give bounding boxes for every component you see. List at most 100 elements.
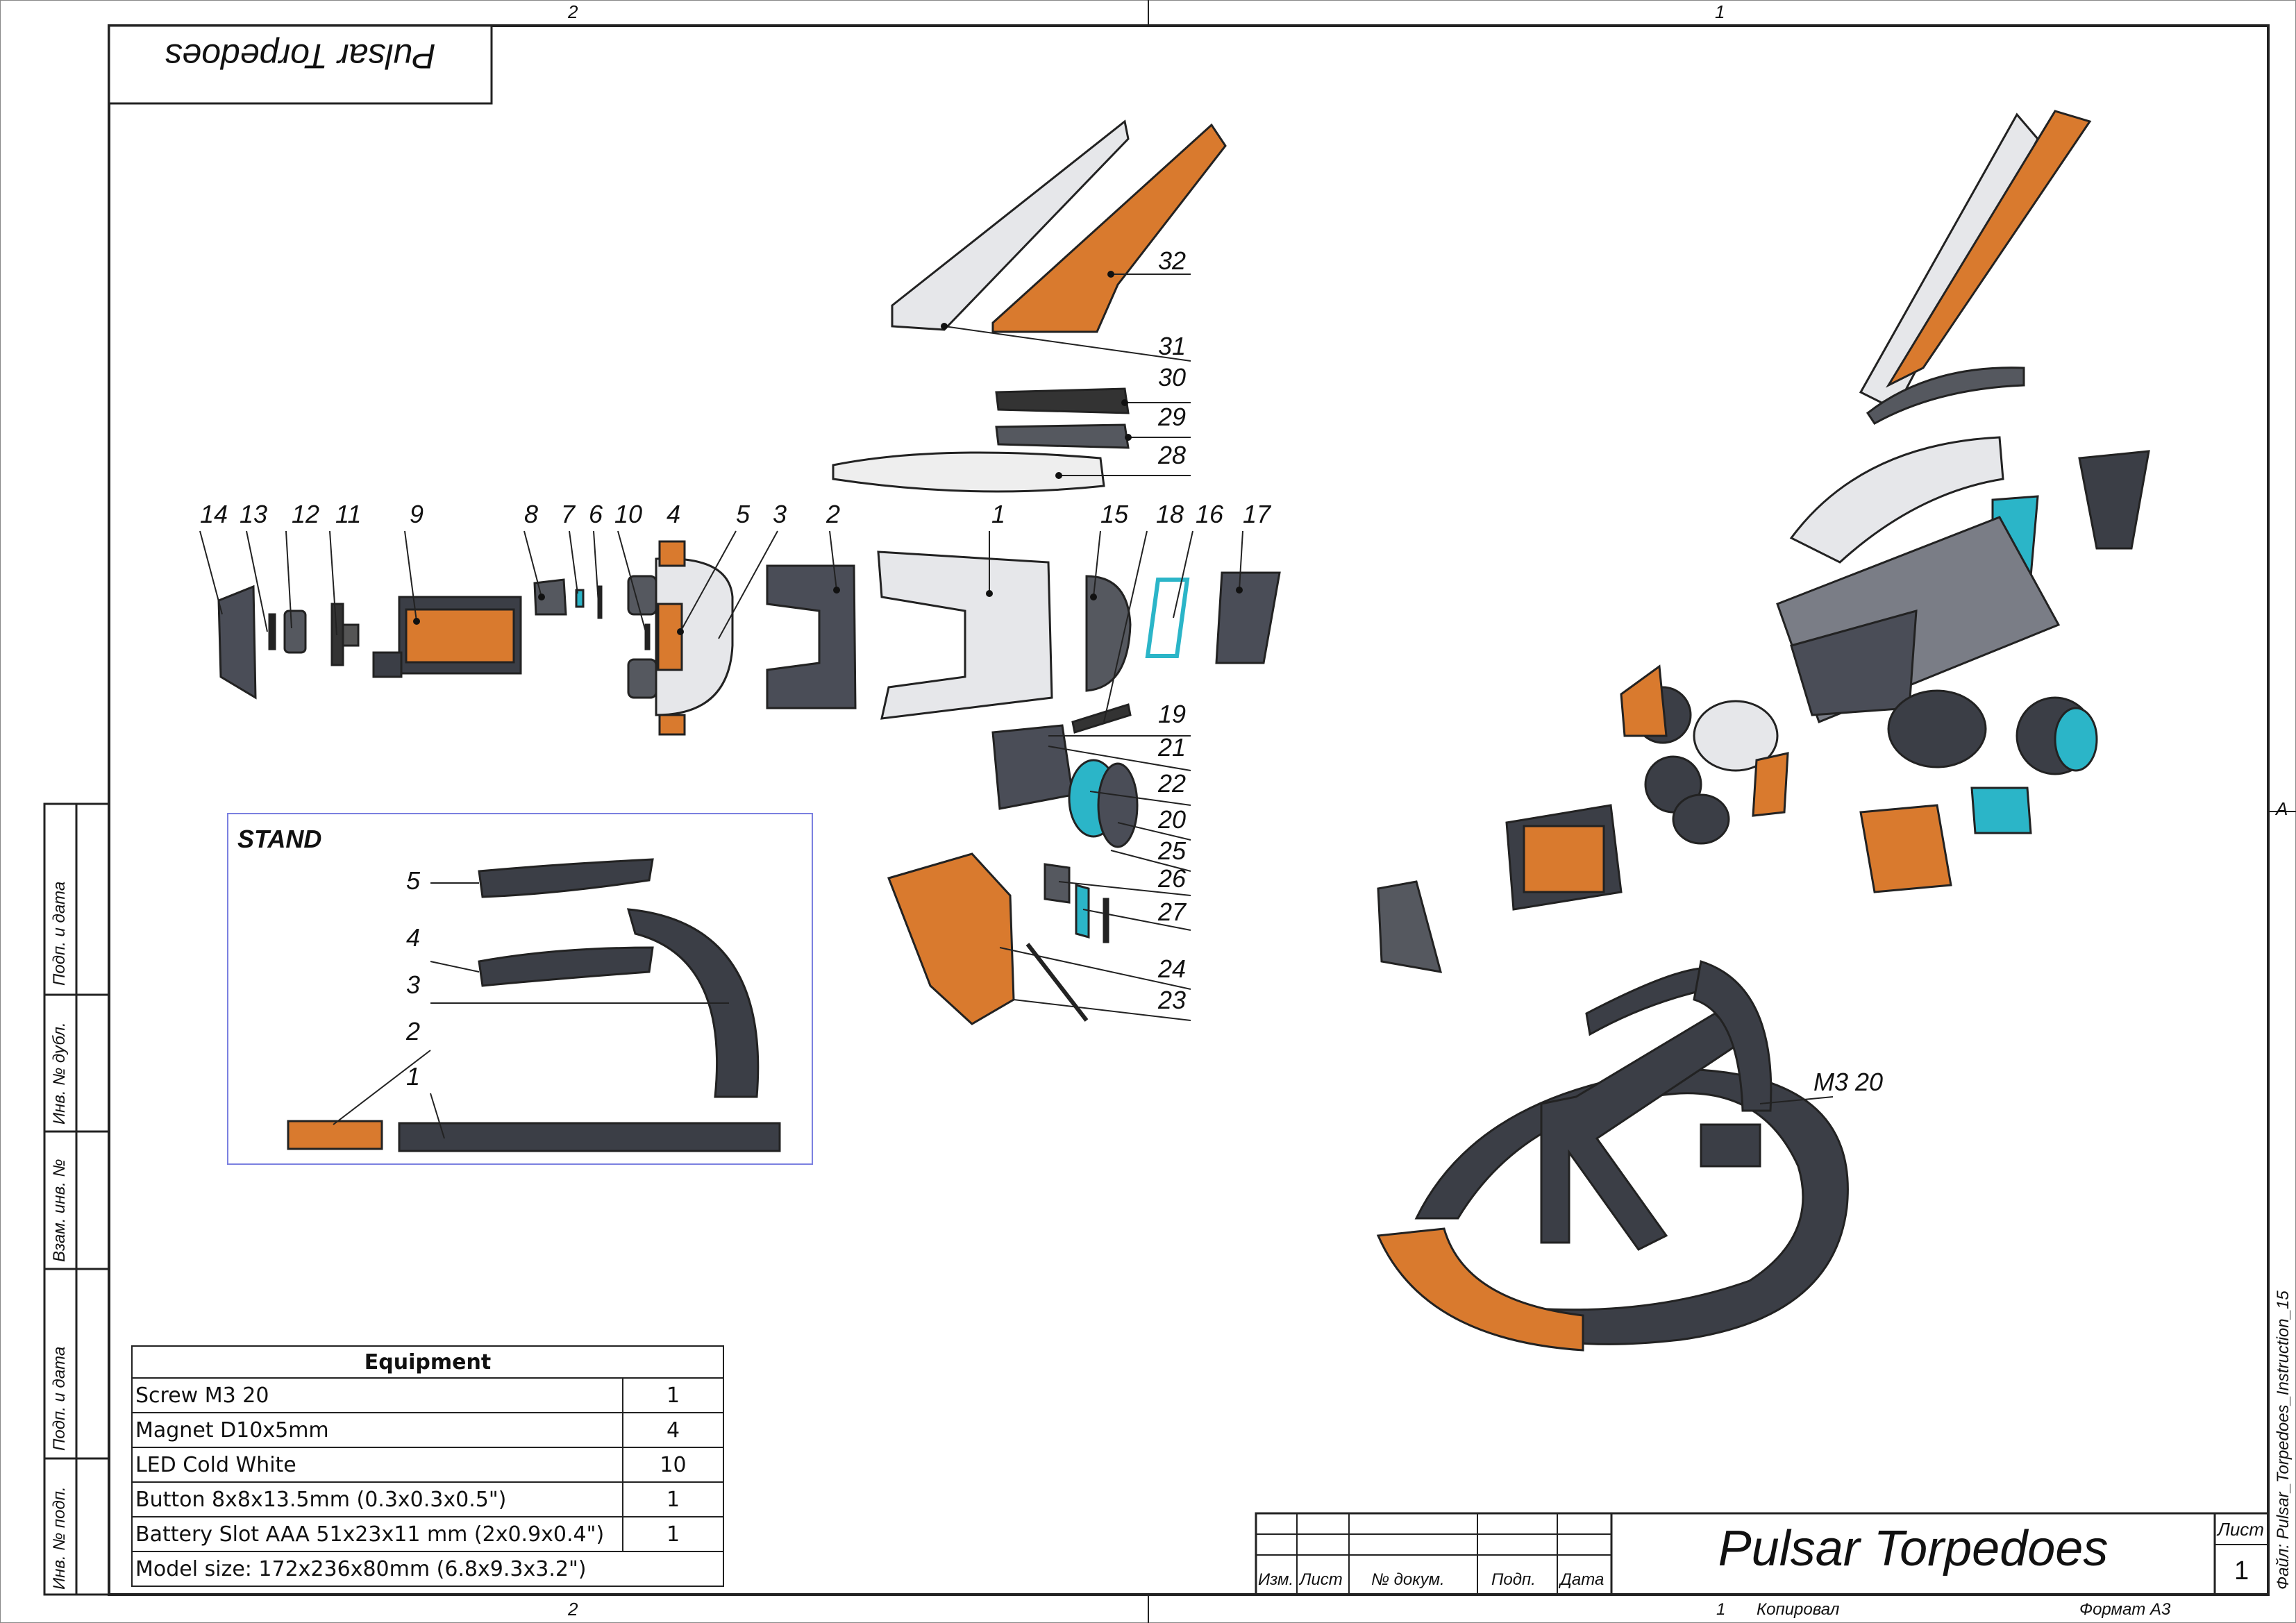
- part-label: 2: [826, 500, 841, 528]
- part-label: 26: [1158, 864, 1187, 893]
- stand-part-5-shape: [478, 858, 654, 898]
- part-label: 28: [1158, 441, 1187, 469]
- equipment-header: Equipment: [131, 1345, 724, 1379]
- part-7-shape: [575, 589, 585, 608]
- copied-label: Копировал: [1757, 1600, 1840, 1619]
- stand-title: STAND: [237, 825, 322, 853]
- part-label: 13: [240, 500, 268, 528]
- part-26-shape: [1044, 863, 1071, 904]
- equipment-item: Magnet D10x5mm: [131, 1412, 623, 1448]
- table-row: Screw M3 20 1: [131, 1377, 724, 1413]
- part-12-shape: [283, 609, 307, 654]
- equipment-qty: 4: [622, 1412, 724, 1448]
- part-label: 22: [1158, 769, 1187, 798]
- part-11b-shape: [342, 623, 360, 647]
- part-label: 1: [991, 500, 1006, 528]
- part-label: 19: [1158, 700, 1187, 728]
- stand-label: 2: [406, 1017, 421, 1045]
- equipment-item: Screw M3 20: [131, 1377, 623, 1413]
- callout-screw: M3 20: [1813, 1068, 1884, 1096]
- part-label: 30: [1158, 363, 1187, 392]
- part-label: 32: [1158, 246, 1187, 275]
- stand-label: 5: [406, 866, 421, 895]
- equipment-qty: 1: [622, 1377, 724, 1413]
- part-5-shape: [657, 603, 683, 671]
- table-row: Button 8x8x13.5mm (0.3x0.3x0.5") 1: [131, 1481, 724, 1517]
- part-32-shape: [991, 123, 1227, 333]
- part-8-shape: [533, 578, 567, 616]
- stand-label: 1: [406, 1062, 421, 1091]
- stand-part-2-shape: [287, 1120, 383, 1150]
- zone-label-top-left: 2: [568, 1, 578, 22]
- part-label: 27: [1158, 898, 1187, 926]
- table-row: Magnet D10x5mm 4: [131, 1412, 724, 1448]
- part-label: 10: [614, 500, 643, 528]
- title-block-header: Изм.: [1258, 1570, 1294, 1589]
- stand-part-1-shape: [398, 1122, 781, 1152]
- zone-label-top-right: 1: [1715, 1, 1725, 22]
- model-size: Model size: 172x236x80mm (6.8x9.3x3.2"): [131, 1551, 724, 1587]
- format-label: Формат А3: [2079, 1600, 2171, 1619]
- part-4-shape: [658, 540, 686, 567]
- part-28-shape: [832, 451, 1105, 493]
- part-label: 25: [1158, 836, 1187, 865]
- part-label: 7: [561, 500, 576, 528]
- part-label: 23: [1158, 986, 1187, 1014]
- part-label: 14: [200, 500, 228, 528]
- part-29-shape: [995, 423, 1130, 449]
- zone-label-bottom-left: 2: [568, 1599, 578, 1620]
- part-10-shape: [644, 623, 651, 650]
- equipment-qty: 1: [622, 1516, 724, 1552]
- sheet-number: 1: [2234, 1556, 2249, 1586]
- sheet-label: Лист: [2218, 1519, 2264, 1540]
- part-31-shape: [891, 119, 1130, 331]
- part-label: 15: [1100, 500, 1129, 528]
- part-label: 12: [292, 500, 320, 528]
- part-25-shape: [1103, 898, 1109, 943]
- equipment-header-row: Equipment: [131, 1345, 724, 1379]
- copy-number: 1: [1716, 1600, 1726, 1619]
- part-label: 8: [524, 500, 539, 528]
- part-label: 24: [1158, 955, 1187, 983]
- title-block-header: Подп.: [1491, 1570, 1536, 1589]
- zone-label-right: A: [2276, 798, 2288, 819]
- part-13-shape: [268, 613, 276, 650]
- equipment-item: LED Cold White: [131, 1447, 623, 1483]
- part-label: 16: [1196, 500, 1224, 528]
- part-label: 21: [1158, 733, 1187, 762]
- part-label: 4: [667, 500, 681, 528]
- title-block-header: № докум.: [1371, 1570, 1445, 1589]
- stand-part-4-shape: [478, 946, 654, 987]
- part-3-shape: [655, 557, 734, 716]
- part-16-shape: [1145, 578, 1190, 658]
- part-label: 17: [1243, 500, 1271, 528]
- part-label: 18: [1156, 500, 1184, 528]
- table-row: Model size: 172x236x80mm (6.8x9.3x3.2"): [131, 1551, 724, 1587]
- part-30-shape: [995, 387, 1130, 414]
- part-1-shape: [877, 550, 1053, 720]
- part-label: 11: [335, 500, 362, 528]
- part-label: 31: [1158, 332, 1187, 360]
- part-14-shape: [217, 585, 257, 700]
- equipment-item: Battery Slot AAA 51x23x11 mm (2x0.9x0.4"…: [131, 1516, 623, 1552]
- part-18-shape: [1071, 703, 1132, 734]
- drawing-title: Pulsar Torpedoes: [1718, 1521, 2109, 1576]
- part-label: 29: [1158, 403, 1187, 431]
- part-15-shape: [1085, 575, 1132, 692]
- stand-label: 4: [406, 923, 421, 952]
- part-27-shape: [1075, 884, 1090, 939]
- part-17-shape: [1215, 571, 1281, 664]
- stand-label: 3: [406, 970, 421, 999]
- part-label: 5: [736, 500, 751, 528]
- table-row: Battery Slot AAA 51x23x11 mm (2x0.9x0.4"…: [131, 1516, 724, 1552]
- part-20-shape: [1097, 762, 1139, 848]
- part-label: 20: [1158, 805, 1187, 834]
- table-row: LED Cold White 10: [131, 1447, 724, 1483]
- equipment-table: Equipment Screw M3 20 1 Magnet D10x5mm 4…: [131, 1345, 724, 1587]
- stand-part-3-shape: [626, 908, 760, 1098]
- equipment-qty: 1: [622, 1481, 724, 1517]
- part-label: 9: [410, 500, 424, 528]
